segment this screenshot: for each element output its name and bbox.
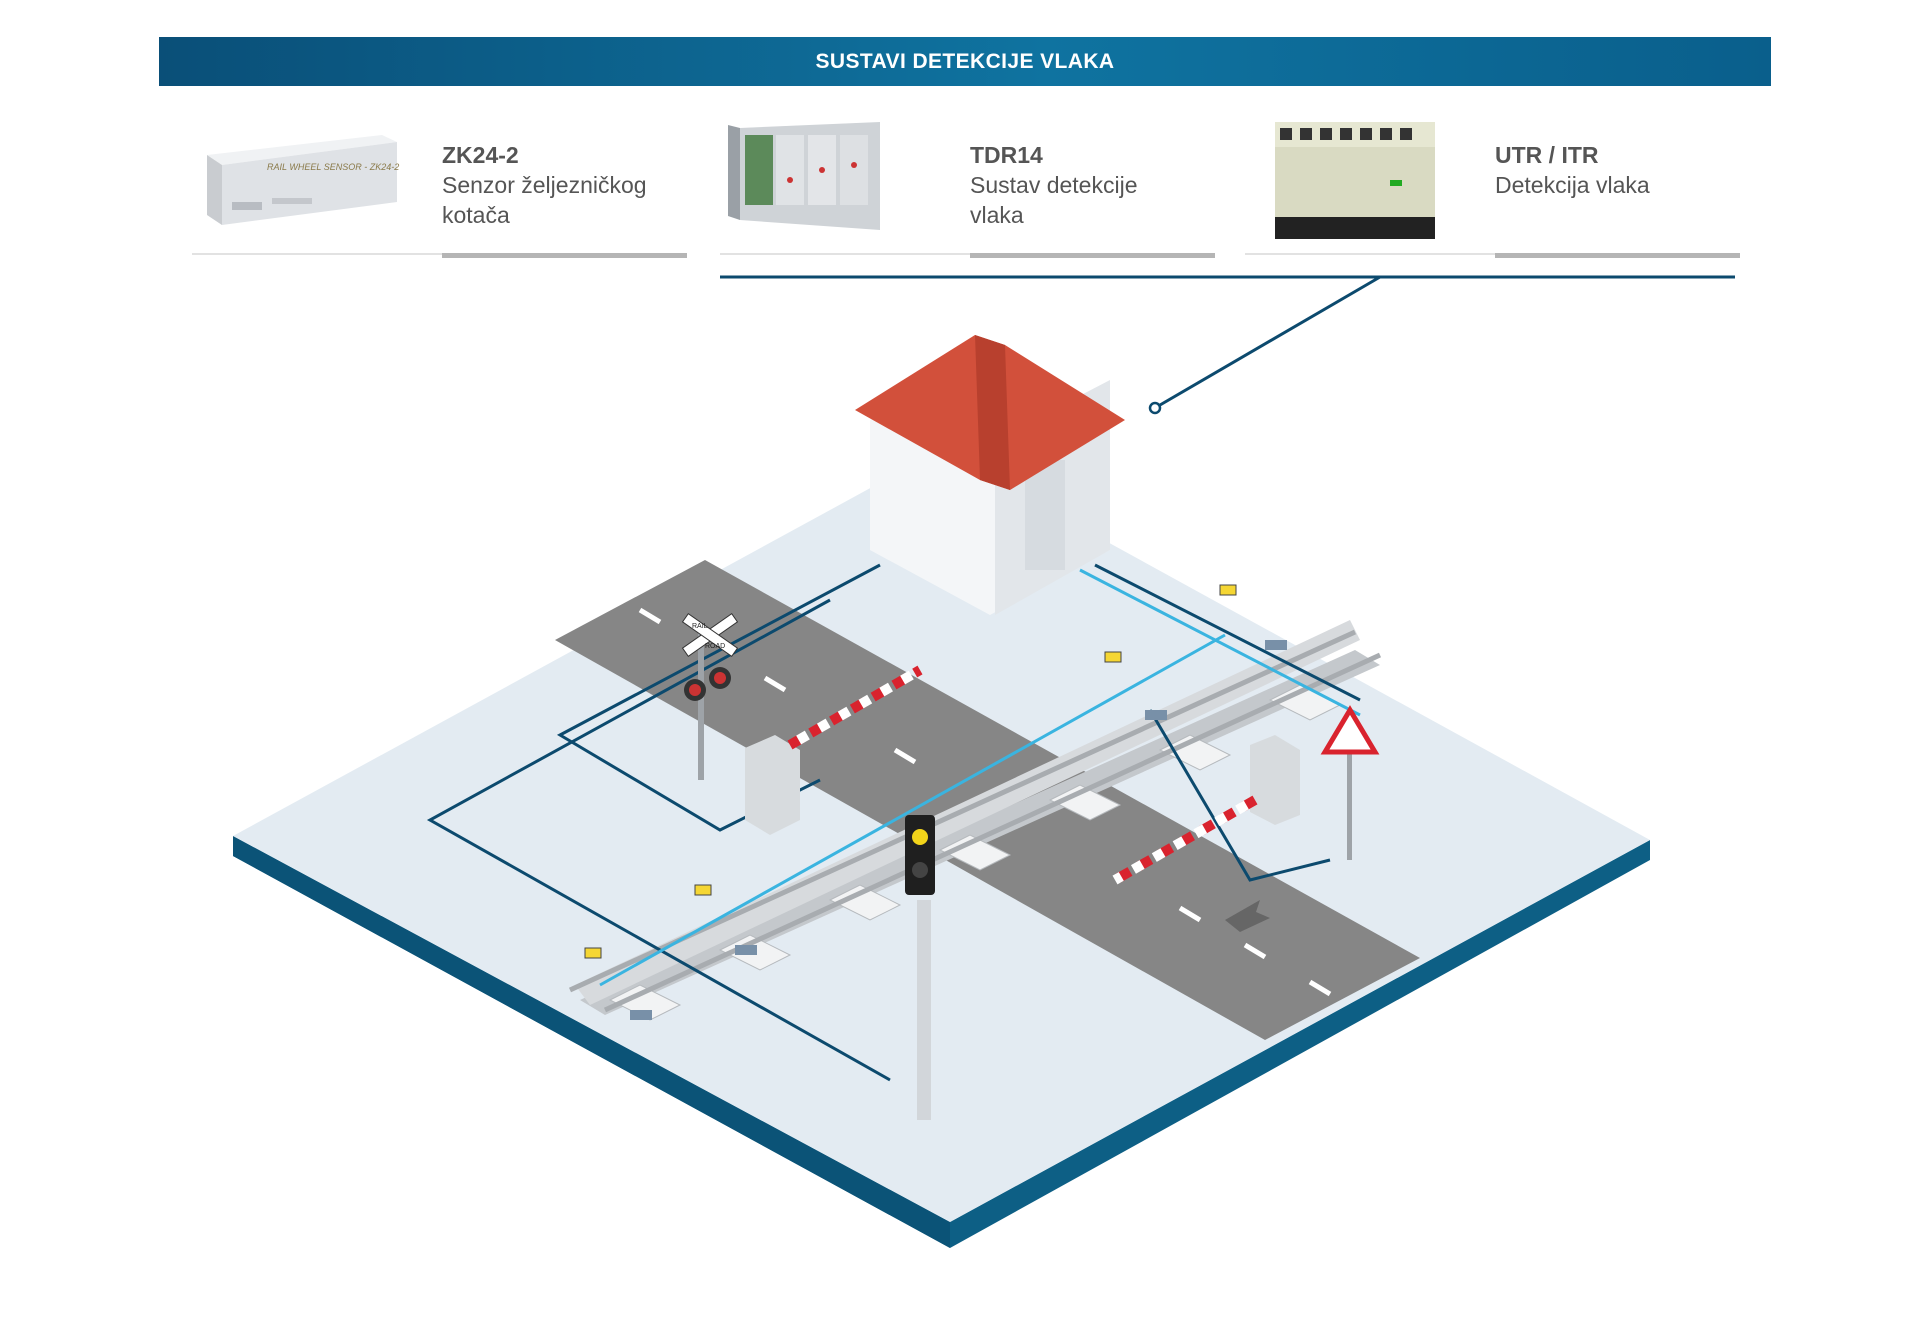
track-sensors xyxy=(630,640,1287,1020)
rail-wheel-sensor-icon: RAIL WHEEL SENSOR - ZK24-2 xyxy=(207,135,399,225)
product-desc-line1: Senzor željezničkog xyxy=(442,172,647,198)
sensor-label: RAIL WHEEL SENSOR - ZK24-2 xyxy=(267,162,399,172)
product-desc-line2: vlaka xyxy=(970,202,1024,228)
product-card-utr-itr[interactable]: UTR / ITR Detekcija vlaka xyxy=(1245,110,1740,260)
product-card-zk24-2[interactable]: RAIL WHEEL SENSOR - ZK24-2 ZK24-2 Senzor… xyxy=(192,110,687,260)
section-banner: SUSTAVI DETEKCIJE VLAKA xyxy=(159,37,1771,86)
crossbuck-top-label: RAIL xyxy=(692,623,708,630)
product-connector-line xyxy=(720,275,1735,415)
divider-dark xyxy=(970,253,1215,258)
warning-sign-icon xyxy=(1320,705,1380,860)
product-desc-line1: Sustav detekcije xyxy=(970,172,1138,198)
banner-title: SUSTAVI DETEKCIJE VLAKA xyxy=(815,49,1115,73)
divider-light xyxy=(192,253,687,255)
product-desc-line1: Detekcija vlaka xyxy=(1495,172,1650,198)
divider-dark xyxy=(1495,253,1740,258)
direction-arrow-icon xyxy=(1225,900,1270,932)
barrier-left xyxy=(745,665,923,835)
crossbuck-signal: RAIL ROAD xyxy=(681,613,739,780)
traffic-signal xyxy=(905,815,935,1120)
product-name: TDR14 xyxy=(970,142,1043,168)
product-desc-line2: kotača xyxy=(442,202,510,228)
relay-cabin xyxy=(855,335,1125,615)
divider-light xyxy=(1245,253,1740,255)
product-card-tdr14[interactable]: TDR14 Sustav detekcije vlaka xyxy=(720,110,1215,260)
rack-module-icon xyxy=(728,122,880,230)
barrier-right xyxy=(1112,735,1300,885)
divider-light xyxy=(720,253,1215,255)
relay-unit-icon xyxy=(1275,122,1435,239)
divider-dark xyxy=(442,253,687,258)
product-name: ZK24-2 xyxy=(442,142,519,168)
signal-cabling xyxy=(426,563,1361,1082)
track-beacons xyxy=(584,584,1237,959)
product-name: UTR / ITR xyxy=(1495,142,1599,168)
crossbuck-bottom-label: ROAD xyxy=(705,643,725,650)
